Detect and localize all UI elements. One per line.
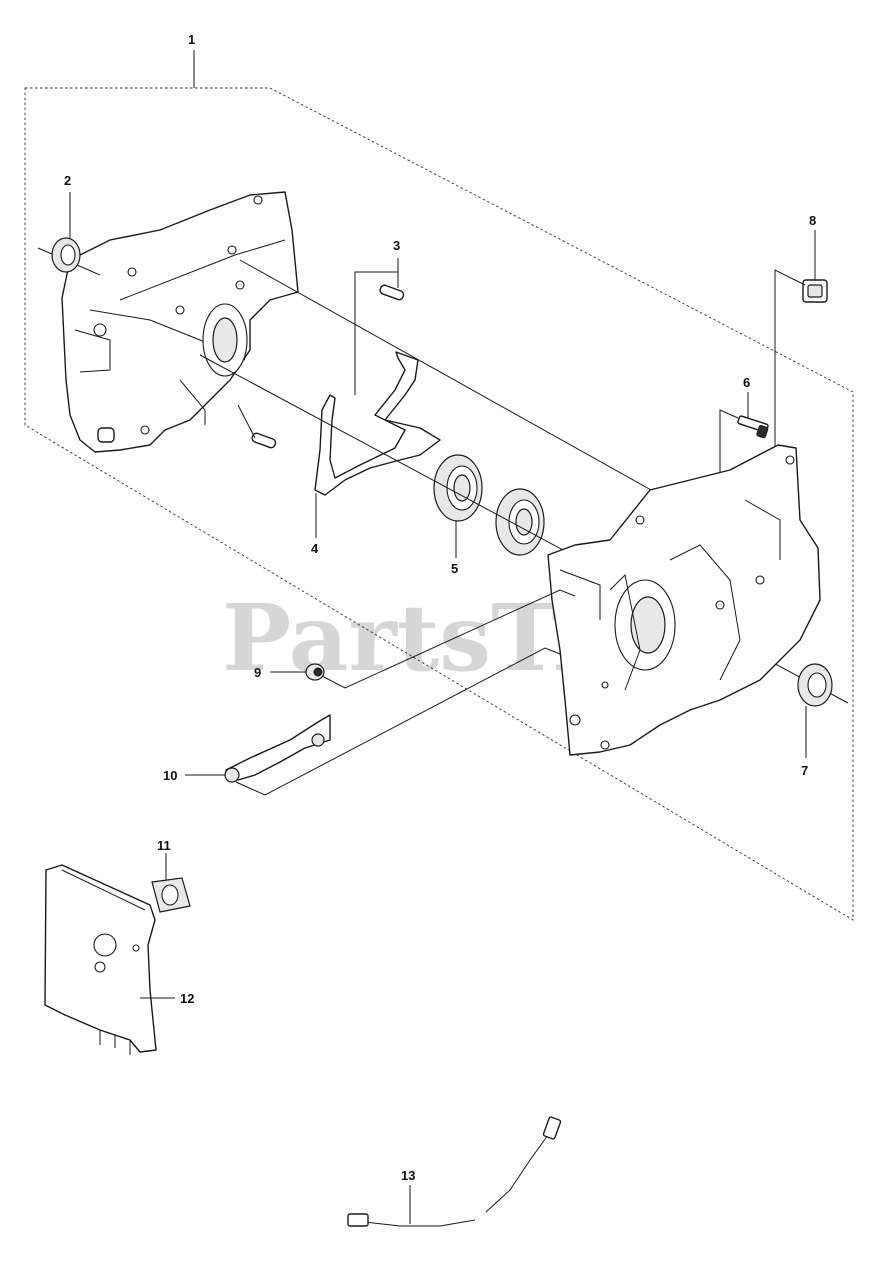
crankcase-left-half [61, 191, 299, 453]
seal-ring-left [37, 192, 101, 276]
callout-6: 6 [743, 375, 750, 390]
dowel-pin [237, 258, 405, 449]
callout-5: 5 [451, 561, 458, 576]
nut [774, 230, 828, 520]
callout-12: 12 [180, 991, 194, 1006]
callout-2: 2 [64, 173, 71, 188]
assembly-boundary [24, 87, 854, 921]
gasket [314, 271, 441, 538]
callout-10: 10 [163, 768, 177, 783]
grommet [270, 589, 576, 689]
callout-8: 8 [809, 213, 816, 228]
callout-11: 11 [157, 838, 171, 853]
seal-ring-right [797, 663, 833, 758]
cover-plate [44, 864, 175, 1055]
callout-13: 13 [401, 1168, 415, 1183]
bracket [185, 647, 561, 796]
wire-harness [347, 1116, 562, 1227]
callout-1: 1 [188, 32, 195, 47]
callout-9: 9 [254, 665, 261, 680]
crankcase-right-half [547, 444, 821, 756]
screw [719, 392, 769, 500]
square-washer [151, 853, 191, 913]
bearing-b [495, 488, 545, 556]
callout-7: 7 [801, 763, 808, 778]
callout-3: 3 [393, 238, 400, 253]
upper-axis-line [239, 259, 661, 496]
bearing-a [433, 454, 483, 522]
callout-4: 4 [311, 541, 319, 556]
